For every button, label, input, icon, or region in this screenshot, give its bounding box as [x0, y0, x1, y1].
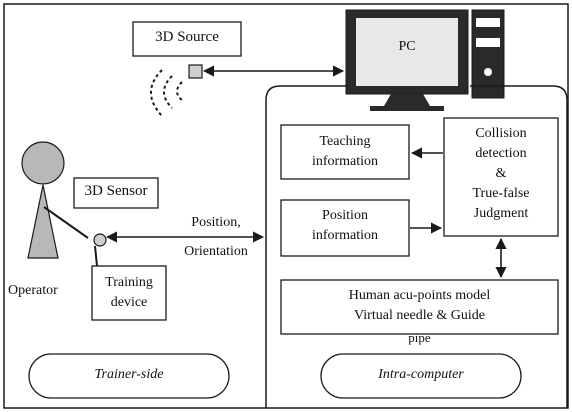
pc-label: PC [398, 39, 416, 54]
teaching-line2: information [311, 154, 379, 169]
teaching-line1: Teaching [319, 134, 371, 149]
operator-label: Operator [8, 283, 58, 298]
training-device-box [91, 265, 167, 321]
model-box [280, 279, 559, 335]
training-device-line2: device [110, 295, 148, 310]
source-label: 3D Source [155, 29, 219, 45]
outer-frame [3, 3, 569, 409]
collision-line2: detection [475, 146, 527, 161]
training-device-icon [93, 233, 107, 267]
model-line2: Virtual needle & Guide [354, 308, 485, 323]
intra-computer-region [265, 85, 568, 408]
pc-monitor-icon [345, 9, 469, 111]
collision-line1: Collision [475, 126, 527, 141]
operator-icon [21, 141, 89, 259]
intra-computer-pill [320, 353, 522, 399]
position-line2: information [311, 228, 379, 243]
intra-computer-label: Intra-computer [378, 367, 464, 382]
collision-box [443, 117, 559, 237]
source-emitter-icon [188, 64, 203, 79]
collision-line3: & [495, 166, 507, 181]
signal-waves-icon [150, 69, 183, 117]
sensor-box [73, 177, 159, 209]
sensor-label: 3D Sensor [84, 183, 148, 199]
model-line1: Human acu-points model [348, 288, 491, 303]
link-label-line1: Position, [191, 215, 241, 230]
position-box [280, 199, 410, 257]
collision-line5: Judgment [473, 206, 529, 221]
model-line3: pipe [408, 330, 431, 345]
trainer-side-label: Trainer-side [94, 367, 164, 382]
trainer-side-pill [28, 353, 230, 399]
teaching-box [280, 124, 410, 180]
pc-tower-icon [471, 9, 505, 99]
training-device-line1: Training [105, 275, 153, 290]
position-line1: Position [322, 208, 368, 223]
link-label-line2: Orientation [184, 244, 248, 259]
collision-line4: True-false [472, 186, 530, 201]
source-box [132, 21, 242, 57]
